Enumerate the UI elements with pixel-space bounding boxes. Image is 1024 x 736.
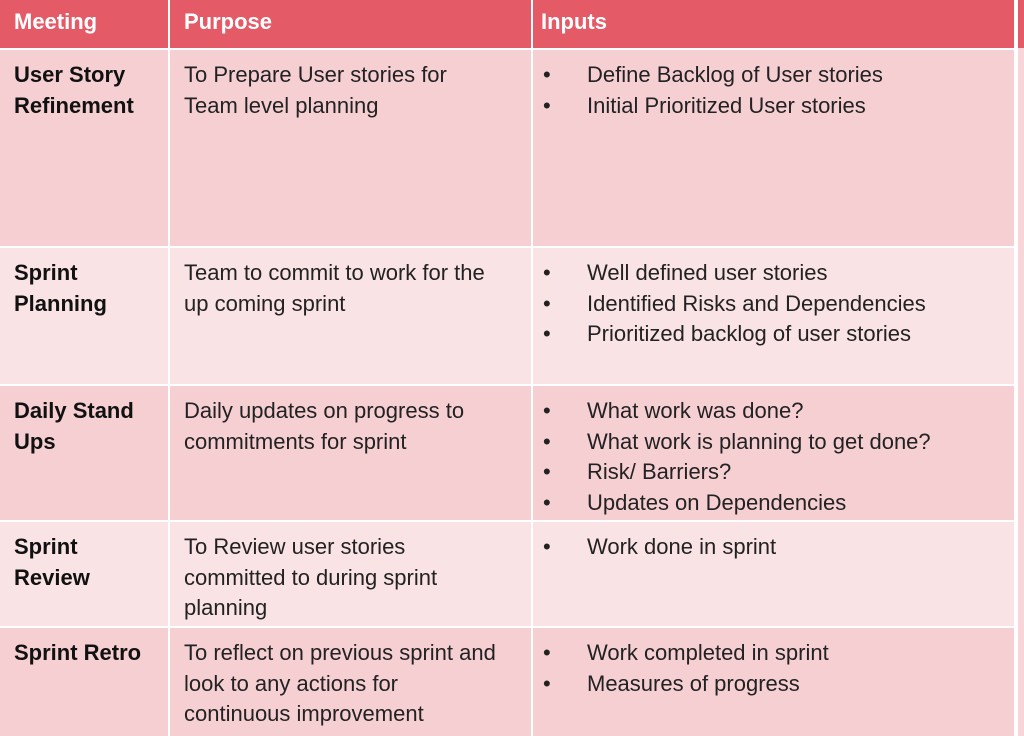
input-text: What work was done? <box>587 398 804 423</box>
purpose-line: To reflect on previous sprint and <box>184 640 496 665</box>
meeting-name: Sprint Review <box>0 522 170 628</box>
table-row: Sprint Review To Review user stories com… <box>0 522 1016 628</box>
bullet-icon: • <box>543 670 551 696</box>
meeting-line: Sprint <box>14 534 78 559</box>
meeting-line: Ups <box>14 428 56 454</box>
list-item: • What work is planning to get done? <box>533 427 1002 458</box>
purpose-line: Daily updates on progress to <box>184 398 465 423</box>
bullet-icon: • <box>543 489 551 515</box>
input-text: What work is planning to get done? <box>587 428 931 454</box>
list-item: • Well defined user stories <box>533 258 1002 289</box>
table-row: User Story Refinement To Prepare User st… <box>0 50 1016 248</box>
input-text: Well defined user stories <box>587 260 828 285</box>
input-text: Identified Risks and Dependencies <box>587 290 926 316</box>
purpose-text: To Review user stories committed to duri… <box>170 522 533 628</box>
meeting-name: Sprint Planning <box>0 248 170 386</box>
clipped-column-edge <box>1016 0 1024 736</box>
input-text: Initial Prioritized User stories <box>587 92 866 118</box>
list-item: • Measures of progress <box>533 669 1002 700</box>
purpose-line: Team to commit to work for the <box>184 260 485 285</box>
meeting-line: Refinement <box>14 92 134 118</box>
bullet-icon: • <box>543 62 551 87</box>
inputs-list: • Work completed in sprint • Measures of p… <box>533 628 1016 736</box>
purpose-text: To reflect on previous sprint and look t… <box>170 628 533 736</box>
purpose-line: To Review user stories <box>184 534 406 559</box>
meeting-line: User Story <box>14 62 126 87</box>
bullet-icon: • <box>543 92 551 118</box>
clipped-header-edge <box>1018 0 1024 48</box>
bullet-icon: • <box>543 321 551 346</box>
inputs-list: • Work done in sprint <box>533 522 1016 628</box>
list-item: • Risk/ Barriers? <box>533 457 1002 488</box>
meeting-line: Planning <box>14 290 107 316</box>
header-inputs: Inputs <box>533 0 1016 50</box>
purpose-line: To Prepare User stories for <box>184 62 447 87</box>
bullet-icon: • <box>543 640 551 665</box>
list-item: • What work was done? <box>533 396 1002 427</box>
input-text: Work done in sprint <box>587 534 777 559</box>
list-item: • Initial Prioritized User stories <box>533 91 1002 122</box>
meeting-line: Review <box>14 564 90 590</box>
list-item: • Updates on Dependencies <box>533 488 1002 519</box>
purpose-line: committed to during sprint <box>184 564 438 590</box>
input-text: Updates on Dependencies <box>587 489 847 515</box>
table-row: Sprint Planning Team to commit to work f… <box>0 248 1016 386</box>
meeting-name: User Story Refinement <box>0 50 170 248</box>
list-item: • Work completed in sprint <box>533 638 1002 669</box>
meeting-line: Sprint <box>14 260 78 285</box>
purpose-line: up coming sprint <box>184 290 346 316</box>
purpose-line: continuous improvement <box>184 701 424 726</box>
inputs-list: • Well defined user stories • Identified R… <box>533 248 1016 386</box>
header-meeting: Meeting <box>0 0 170 50</box>
bullet-icon: • <box>543 290 551 316</box>
bullet-icon: • <box>543 534 551 559</box>
purpose-text: To Prepare User stories for Team level p… <box>170 50 533 248</box>
inputs-list: • Define Backlog of User stories • Initial… <box>533 50 1016 248</box>
table-header-row: Meeting Purpose Inputs <box>0 0 1016 50</box>
list-item: • Identified Risks and Dependencies <box>533 289 1002 320</box>
meeting-line: Daily Stand <box>14 398 134 423</box>
table-row: Sprint Retro To reflect on previous spri… <box>0 628 1016 736</box>
meeting-name: Sprint Retro <box>0 628 170 736</box>
table-row: Daily Stand Ups Daily updates on progres… <box>0 386 1016 522</box>
input-text: Work completed in sprint <box>587 640 829 665</box>
bullet-icon: • <box>543 398 551 423</box>
meeting-name: Daily Stand Ups <box>0 386 170 522</box>
bullet-icon: • <box>543 260 551 285</box>
list-item: • Work done in sprint <box>533 532 1002 563</box>
list-item: • Define Backlog of User stories <box>533 60 1002 91</box>
inputs-list: • What work was done? • What work is plann… <box>533 386 1016 522</box>
input-text: Measures of progress <box>587 670 800 696</box>
bullet-icon: • <box>543 459 551 484</box>
purpose-line: Team level planning <box>184 92 379 118</box>
meeting-line: Sprint Retro <box>14 640 142 665</box>
input-text: Prioritized backlog of user stories <box>587 321 912 346</box>
purpose-line: look to any actions for <box>184 670 399 696</box>
purpose-text: Team to commit to work for the up coming… <box>170 248 533 386</box>
purpose-line: planning <box>184 595 268 620</box>
input-text: Define Backlog of User stories <box>587 62 883 87</box>
list-item: • Prioritized backlog of user stories <box>533 319 1002 350</box>
header-purpose: Purpose <box>170 0 533 50</box>
purpose-text: Daily updates on progress to commitments… <box>170 386 533 522</box>
purpose-line: commitments for sprint <box>184 428 407 454</box>
bullet-icon: • <box>543 428 551 454</box>
input-text: Risk/ Barriers? <box>587 459 732 484</box>
